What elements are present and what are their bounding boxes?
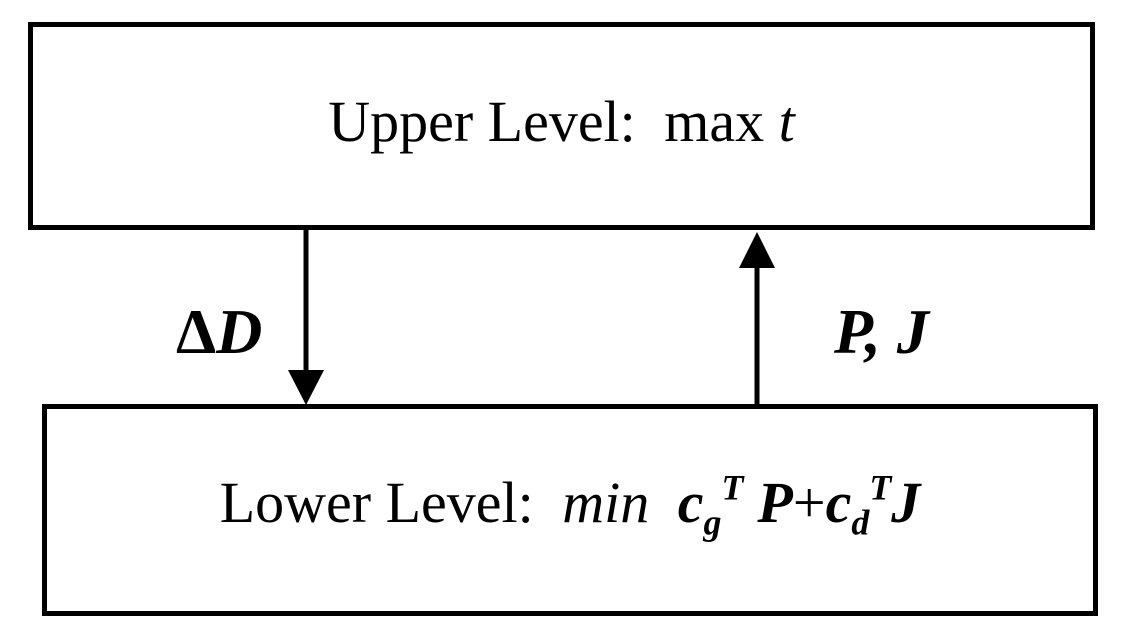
lower-level-term1-sup: T (721, 467, 744, 508)
lower-level-term1-sub: g (703, 502, 722, 543)
up-arrow-label: P, J (834, 296, 929, 367)
down-arrow-label: ΔD (176, 300, 262, 364)
upper-level-objective-op: max (664, 89, 765, 154)
upper-level-box: Upper Level: max t (28, 22, 1095, 230)
up-arrow-head (739, 232, 775, 268)
lower-level-term2-var: c (825, 470, 852, 535)
lower-level-term1-mult: P (757, 470, 793, 535)
lower-level-term1-var: c (677, 470, 704, 535)
delta-symbol: Δ (176, 296, 217, 367)
lower-level-term2-sub: d (851, 502, 870, 543)
lower-level-label: Lower Level: (219, 470, 534, 535)
lower-level-term2-mult: J (891, 470, 921, 535)
lower-level-plus: + (792, 470, 826, 535)
down-arrow-head (288, 370, 324, 405)
delta-var: D (216, 296, 263, 367)
upper-level-text: Upper Level: max t (328, 93, 795, 151)
upper-level-objective-var: t (778, 89, 795, 154)
upper-level-label: Upper Level: (328, 89, 636, 154)
lower-level-objective-op: min (562, 470, 650, 535)
lower-level-term2-sup: T (869, 467, 892, 508)
